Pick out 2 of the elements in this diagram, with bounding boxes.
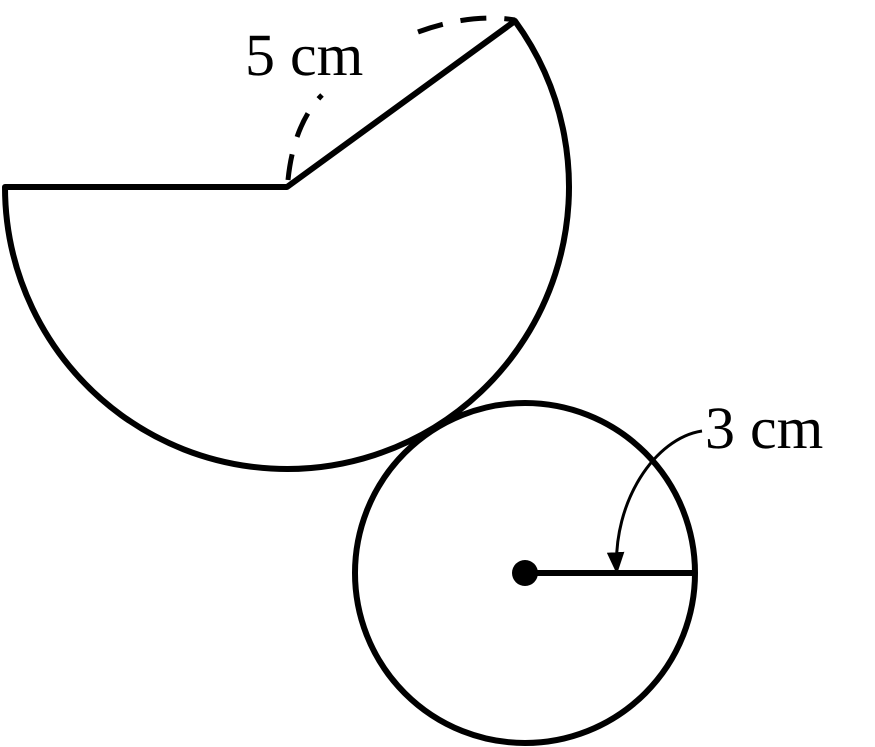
measurement-label: 3 cm — [705, 398, 824, 458]
dimension-label: 5 cm — [245, 25, 364, 85]
